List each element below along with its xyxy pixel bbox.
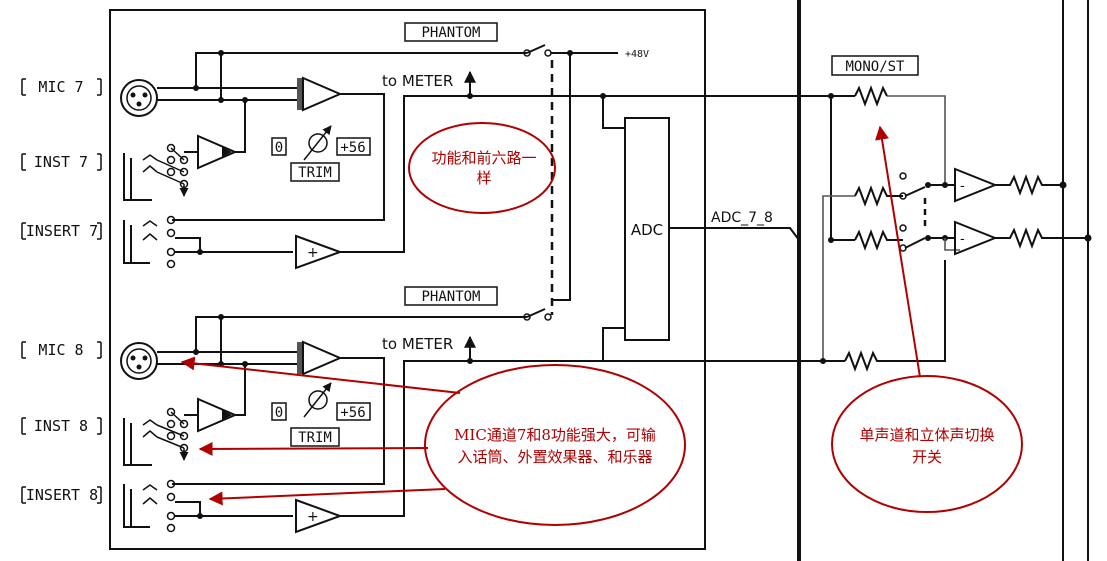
note-mic-line2: 入话筒、外置效果器、和乐器	[457, 448, 652, 466]
insert7-label: INSERT 7	[26, 222, 98, 240]
inst-jack-icon	[123, 407, 189, 466]
insert-jack-icon	[123, 215, 176, 269]
input-label-insert8: INSERT 8	[21, 486, 102, 504]
mic8-label: MIC 8	[38, 341, 83, 359]
mic7-label: MIC 7	[38, 78, 83, 96]
inst-jack-icon	[123, 143, 189, 201]
input-label-inst7: INST 7	[21, 153, 102, 171]
channel-8: + 0 +56 TRIM	[120, 314, 845, 534]
trim-label-7: TRIM	[298, 165, 332, 181]
adc-label: ADC	[631, 221, 663, 239]
input-label-mic8: MIC 8	[21, 341, 102, 359]
xlr-connector-icon	[120, 342, 158, 380]
channel-strip-box	[109, 9, 706, 550]
amp-minus-2: -	[960, 232, 965, 247]
annotation-same-as-first-six: 功能和前六路一 样	[408, 122, 556, 214]
insert8-label: INSERT 8	[26, 486, 98, 504]
annotation-mono-stereo-switch: 单声道和立体声切换 开关	[831, 125, 1023, 513]
trim-zero-8: 0	[275, 405, 283, 421]
inst7-label: INST 7	[34, 153, 88, 171]
note-mono-line2: 开关	[912, 448, 942, 466]
trim-control-8: 0 +56 TRIM	[271, 382, 371, 447]
note-mono-line1: 单声道和立体声切换	[859, 426, 994, 444]
trim-max-7: +56	[340, 140, 365, 156]
phantom-box-7	[404, 22, 498, 42]
note-same-line2: 样	[476, 169, 491, 187]
note-mic-line1: MIC通道7和8功能强大，可输	[454, 426, 656, 444]
annotation-mic-channels: MIC通道7和8功能强大，可输 入话筒、外置效果器、和乐器	[180, 356, 686, 526]
phantom-label-8: PHANTOM	[421, 289, 480, 305]
plus48v-label: +48V	[625, 49, 649, 60]
buffer-plus-7: +	[307, 245, 319, 261]
adc-bus-label: ADC_7_8	[711, 210, 773, 226]
to-meter-label-7: to METER	[382, 72, 453, 90]
input-label-inst8: INST 8	[21, 417, 102, 435]
mono-st-box	[831, 55, 919, 76]
phantom-box-8	[404, 286, 498, 306]
phantom-label-7: PHANTOM	[421, 25, 480, 41]
buffer-plus-8: +	[307, 509, 319, 525]
note-same-line1: 功能和前六路一	[431, 149, 536, 167]
input-label-mic7: MIC 7	[21, 78, 102, 96]
trim-zero-7: 0	[275, 140, 283, 156]
trim-control-7: 0 +56 TRIM	[271, 125, 371, 182]
input-label-insert7: INSERT 7	[21, 222, 102, 240]
to-meter-label-8: to METER	[382, 335, 453, 353]
insert-jack-icon	[123, 479, 176, 533]
inst8-label: INST 8	[34, 417, 88, 435]
mono-st-network: - -	[787, 85, 1092, 372]
channel-7: + 0 +56 TRIM	[120, 50, 787, 270]
amp-minus-1: -	[960, 179, 965, 194]
xlr-connector-icon	[120, 79, 158, 117]
trim-max-8: +56	[340, 405, 365, 421]
mono-st-label: MONO/ST	[845, 59, 905, 75]
trim-label-8: TRIM	[298, 430, 332, 446]
